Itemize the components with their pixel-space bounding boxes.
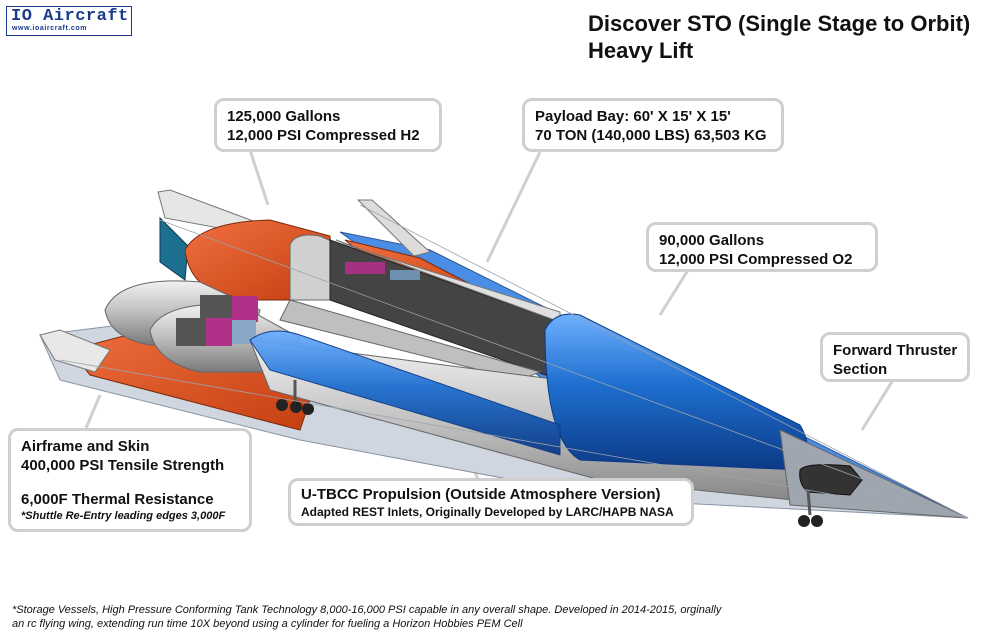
nose-cone [779,429,969,519]
o2-tank-volume: 90,000 Gallons [659,232,765,249]
footnote-line-2: an rc flying wing, extending run time 10… [12,618,523,630]
forward-thruster [799,464,863,496]
h2-tank-volume: 125,000 Gallons [227,108,341,125]
payload-capacity: 70 TON (140,000 LBS) 63,503 KG [535,127,767,144]
propulsion-title: U-TBCC Propulsion (Outside Atmosphere Ve… [301,486,661,503]
thruster-callout: Forward Thruster Section [820,332,970,382]
footnote-line-1: *Storage Vessels, High Pressure Conformi… [12,604,722,616]
company-logo: IO Aircraft www.ioaircraft.com [6,6,132,36]
propulsion-callout: U-TBCC Propulsion (Outside Atmosphere Ve… [288,478,694,526]
airframe-thermal: 6,000F Thermal Resistance [21,491,214,508]
thruster-line-2: Section [833,361,888,378]
payload-dimensions: Payload Bay: 60' X 15' X 15' [535,108,731,125]
structure-lines [59,204,969,519]
airframe-tensile: 400,000 PSI Tensile Strength [21,457,225,474]
title-line-2: Heavy Lift [588,38,694,63]
propulsion-subtitle: Adapted REST Inlets, Originally Develope… [301,505,674,519]
right-tail-fin [356,199,432,257]
o2-tank [544,313,808,471]
left-wingtip-fin [39,329,111,373]
thruster-line-1: Forward Thruster [833,342,958,359]
h2-tank-callout: 125,000 Gallons 12,000 PSI Compressed H2 [214,98,442,152]
payload-bay-top [335,239,561,323]
title-line-1: Discover STO (Single Stage to Orbit) [588,11,971,36]
o2-tank-pressure: 12,000 PSI Compressed O2 [659,251,853,268]
cargo-detail [345,262,385,274]
inlet-duct [249,330,561,456]
h2-tank-pressure: 12,000 PSI Compressed H2 [227,127,420,144]
logo-url: www.ioaircraft.com [12,25,88,32]
engine-cores [176,295,258,346]
fin-root [159,216,189,281]
page-title: Discover STO (Single Stage to Orbit) Hea… [588,10,970,64]
airframe-note: *Shuttle Re-Entry leading edges 3,000F [21,510,226,522]
airframe-callout: Airframe and Skin 400,000 PSI Tensile St… [8,428,252,532]
logo-name: IO Aircraft [11,7,129,26]
airframe-title: Airframe and Skin [21,438,150,455]
footnote: *Storage Vessels, High Pressure Conformi… [12,603,832,631]
o2-tank-callout: 90,000 Gallons 12,000 PSI Compressed O2 [646,222,878,272]
payload-callout: Payload Bay: 60' X 15' X 15' 70 TON (140… [522,98,784,152]
landing-gear [276,380,823,527]
